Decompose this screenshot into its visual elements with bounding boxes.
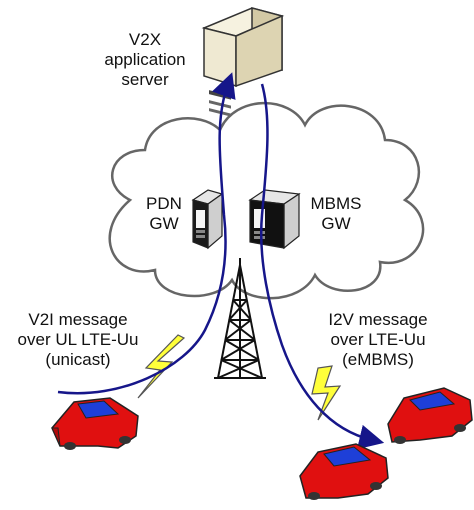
server-label-line: server (121, 70, 169, 89)
car-icon (299, 443, 389, 500)
lightning-icon (311, 365, 342, 421)
server-label-line: application (104, 50, 186, 69)
v2i-label: V2I message over UL LTE-Uu (unicast) (2, 310, 154, 370)
i2v-label-line: over LTE-Uu (330, 330, 426, 349)
car-icon (51, 397, 139, 450)
pdn-gw-label-line: GW (149, 214, 179, 233)
lightning-icon (137, 334, 186, 399)
v2i-label-line: over UL LTE-Uu (17, 330, 139, 349)
car-icon (387, 387, 473, 444)
gateway-server-icon (248, 189, 301, 250)
v2i-label-line: V2I message (28, 310, 128, 329)
mbms-gw-label: MBMS GW (304, 194, 368, 234)
i2v-label-line: I2V message (328, 310, 428, 329)
mbms-gw-label-line: MBMS (310, 194, 362, 213)
i2v-label-line: (eMBMS) (342, 350, 414, 369)
mbms-gw-label-line: GW (321, 214, 351, 233)
server-label-line: V2X (128, 30, 162, 49)
server-label: V2X application server (90, 30, 200, 90)
uplink-path (57, 72, 236, 395)
pdn-gw-label: PDN GW (138, 194, 190, 234)
server-icon (201, 7, 285, 117)
downlink-path (260, 83, 385, 450)
gateway-server-icon (191, 189, 224, 250)
i2v-label: I2V message over LTE-Uu (eMBMS) (314, 310, 442, 370)
cell-tower-icon (214, 258, 266, 379)
pdn-gw-label-line: PDN (146, 194, 182, 213)
v2i-label-line: (unicast) (45, 350, 111, 369)
